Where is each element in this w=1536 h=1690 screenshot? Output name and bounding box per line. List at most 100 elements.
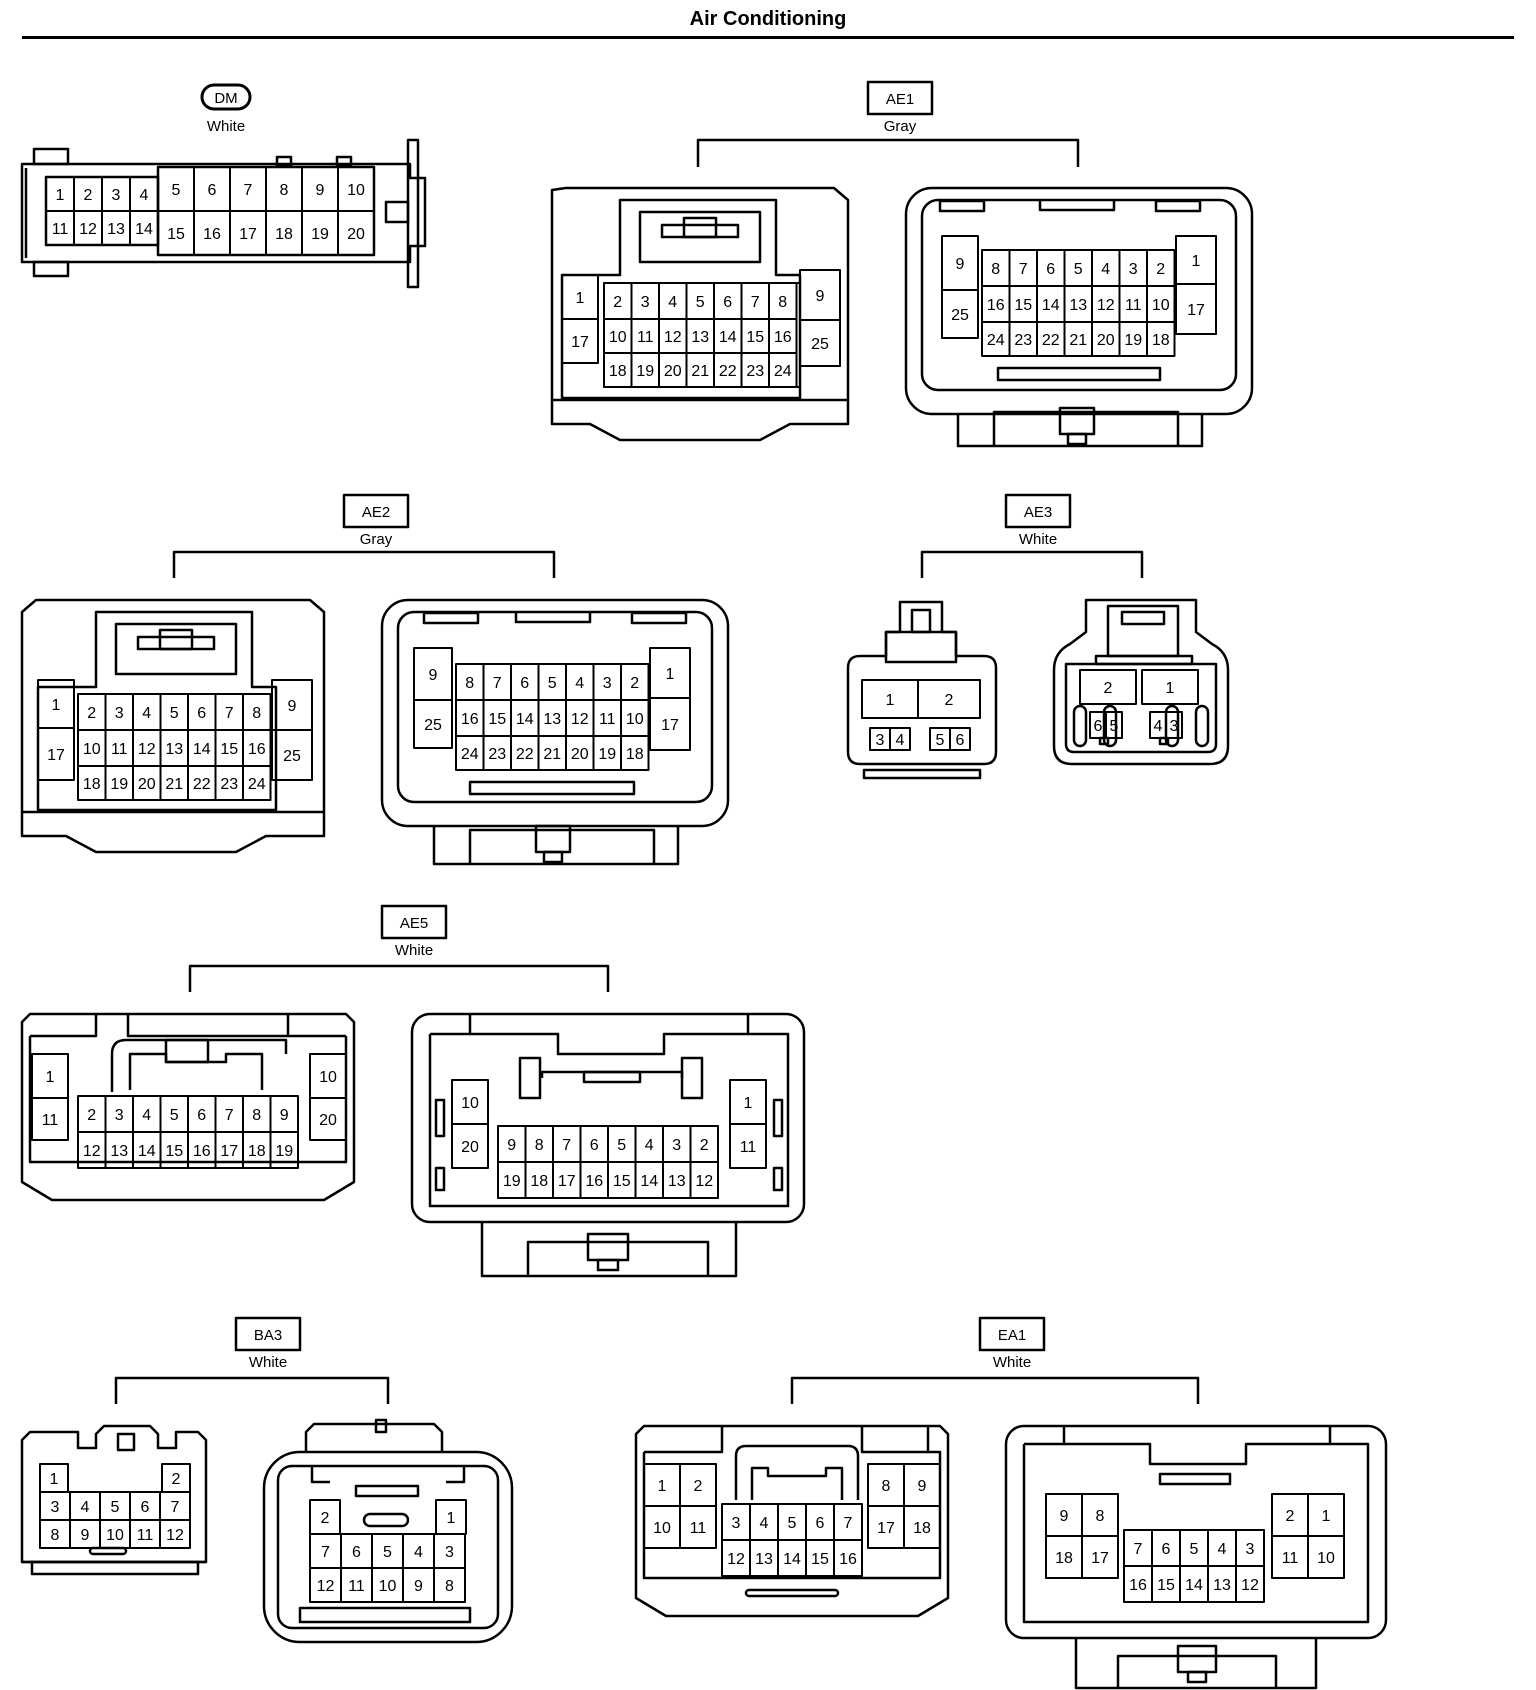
pin-number: 13 [755, 1551, 773, 1568]
pin-number: 8 [445, 1578, 454, 1595]
pin-number: 12 [138, 741, 156, 758]
pin-number: 22 [516, 746, 534, 763]
pin-number: 7 [493, 675, 502, 692]
pin-number: 10 [461, 1095, 479, 1112]
pin-number: 22 [1042, 332, 1060, 349]
pin-number: 2 [87, 1107, 96, 1124]
pin-number: 12 [83, 1143, 101, 1160]
pin-number: 8 [51, 1527, 60, 1544]
pin-number: 5 [936, 732, 945, 749]
pin-number: 18 [275, 226, 293, 243]
pin-number: 11 [1125, 297, 1142, 314]
pin-number: 18 [1055, 1550, 1073, 1567]
pin-number: 8 [991, 261, 1000, 278]
pin-cell [159, 1519, 191, 1549]
pin-cell [1079, 669, 1137, 705]
pin-number: 7 [171, 1499, 180, 1516]
pin-number: 7 [562, 1137, 571, 1154]
connector-color-ae2: Gray [360, 531, 393, 548]
connector-id-ae2: AE2 [362, 504, 390, 521]
pin-number: 2 [945, 692, 954, 709]
pin-number: 11 [42, 1112, 59, 1129]
pin-number: 24 [987, 332, 1005, 349]
pin-number: 25 [283, 748, 301, 765]
pin-number: 11 [637, 329, 654, 346]
pin-number: 25 [811, 336, 829, 353]
pin-number: 4 [645, 1137, 654, 1154]
pin-number: 16 [461, 711, 479, 728]
pin-number: 6 [197, 705, 206, 722]
pin-number: 5 [383, 1544, 392, 1561]
pin-number: 16 [774, 329, 792, 346]
pin-number: 16 [1129, 1577, 1147, 1594]
pin-cell [833, 1539, 863, 1577]
pin-number: 16 [203, 226, 221, 243]
pin-number: 13 [1069, 297, 1087, 314]
pin-number: 3 [732, 1515, 741, 1532]
pin-cell [941, 289, 979, 339]
pin-number: 14 [1042, 297, 1060, 314]
pin-number: 3 [672, 1137, 681, 1154]
pin-number: 18 [1152, 332, 1170, 349]
pin-number: 5 [1110, 718, 1119, 735]
pin-number: 11 [111, 741, 128, 758]
pin-number: 17 [220, 1143, 238, 1160]
connector-ea1-header: EA1 White [790, 1316, 1200, 1404]
pin-number: 20 [138, 776, 156, 793]
pin-number: 12 [1241, 1577, 1259, 1594]
pin-number: 6 [520, 675, 529, 692]
title-divider [22, 36, 1514, 39]
pin-number: 20 [347, 226, 365, 243]
pin-number: 7 [1134, 1541, 1143, 1558]
pin-number: 8 [252, 1107, 261, 1124]
pin-number: 4 [575, 675, 584, 692]
pin-cell [649, 697, 691, 751]
pin-number: 23 [488, 746, 506, 763]
pin-number: 17 [558, 1173, 576, 1190]
pin-number: 6 [723, 294, 732, 311]
pin-number: 5 [170, 705, 179, 722]
pin-number: 2 [1104, 680, 1113, 697]
pin-number: 2 [87, 705, 96, 722]
pin-number: 10 [379, 1578, 397, 1595]
pin-number: 17 [877, 1520, 895, 1537]
pin-number: 19 [636, 363, 654, 380]
pin-number: 18 [626, 746, 644, 763]
pin-cell [1175, 283, 1217, 335]
pin-number: 4 [414, 1544, 423, 1561]
pin-number: 21 [1069, 332, 1087, 349]
pin-number: 23 [746, 363, 764, 380]
pin-number: 5 [1074, 261, 1083, 278]
pin-number: 1 [52, 697, 61, 714]
pin-number: 8 [882, 1478, 891, 1495]
pin-number: 17 [571, 334, 589, 351]
pin-number: 11 [52, 221, 69, 238]
pin-number: 6 [352, 1544, 361, 1561]
pin-number: 20 [1097, 332, 1115, 349]
pin-number: 11 [348, 1578, 365, 1595]
pin-number: 15 [746, 329, 764, 346]
pin-cell [917, 679, 981, 719]
pin-number: 3 [51, 1499, 60, 1516]
pin-number: 4 [142, 705, 151, 722]
pin-number: 20 [461, 1139, 479, 1156]
connector-ae5-header: AE5 White [188, 904, 610, 992]
pin-number: 11 [690, 1520, 707, 1537]
connector-color-ae5: White [395, 942, 433, 959]
pin-cell [1165, 711, 1183, 739]
connector-color-ea1: White [993, 1354, 1031, 1371]
pin-number: 8 [1096, 1508, 1105, 1525]
pin-number: 3 [603, 675, 612, 692]
